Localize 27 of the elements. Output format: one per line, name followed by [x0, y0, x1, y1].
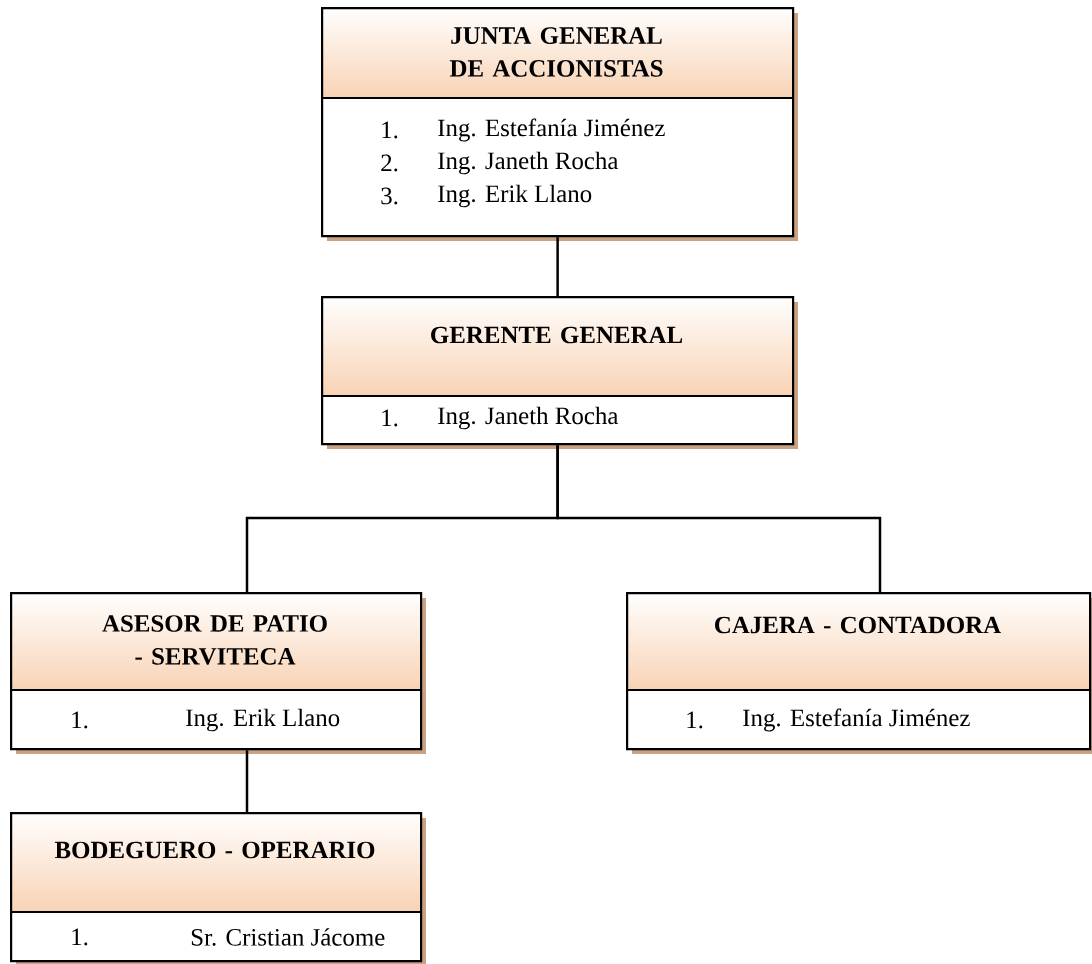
list-number: 1. [382, 409, 398, 427]
person-name: Sr. Cristian Jácome [191, 928, 385, 946]
list-number: 1. [72, 711, 88, 729]
org-box [321, 7, 798, 241]
org-box [321, 296, 798, 449]
person-name: Ing. Janeth Rocha [438, 151, 619, 175]
list-number: 2. [381, 154, 398, 172]
connector-line [245, 750, 249, 812]
box-heading: CAJERA - CONTADORA [715, 616, 1001, 634]
person-name: Ing. Janeth Rocha [438, 406, 619, 430]
list-number: 1. [72, 928, 88, 946]
box-heading: BODEGUERO - OPERARIO [54, 841, 375, 859]
connector-line [556, 445, 882, 592]
person-name: Ing. Erik Llano [438, 184, 592, 208]
list-number: 1. [382, 121, 398, 139]
box-heading: JUNTA GENERAL DE ACCIONISTAS [449, 27, 663, 77]
box-heading: GERENTE GENERAL [431, 326, 683, 344]
org-box [10, 592, 426, 754]
person-name: Ing. Erik Llano [186, 708, 340, 732]
person-name: Ing. Estefanía Jiménez [743, 708, 970, 732]
list-number: 1. [687, 711, 703, 729]
org-box [10, 812, 426, 964]
connector-line [556, 237, 559, 296]
list-number: 3. [381, 187, 398, 205]
box-heading: ASESOR DE PATIO - SERVITECA [102, 615, 327, 665]
org-box [626, 592, 1092, 754]
person-name: Ing. Estefanía Jiménez [438, 118, 665, 142]
